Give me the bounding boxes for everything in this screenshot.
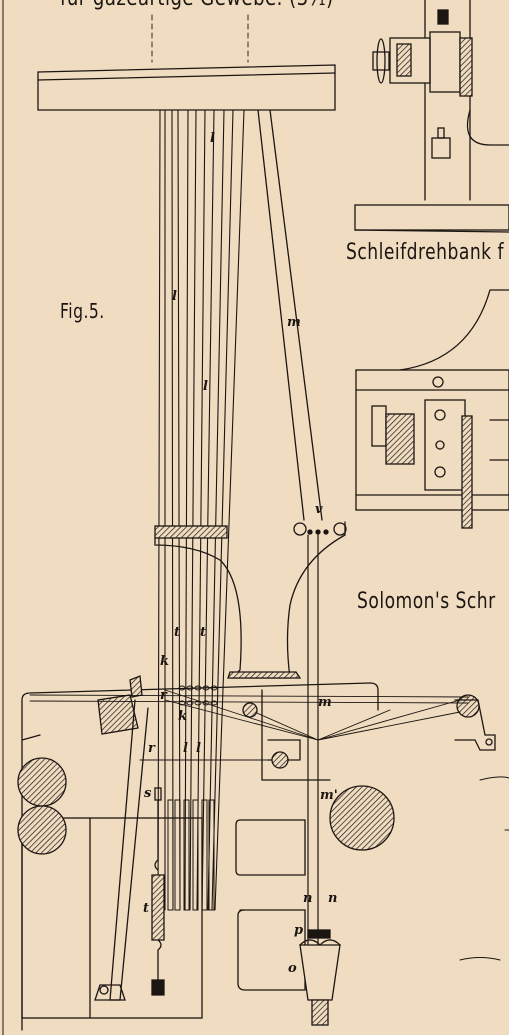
label-l: l <box>196 741 201 756</box>
heddle-eyes <box>178 685 218 706</box>
left-roller-top <box>17 757 67 807</box>
label-p: p <box>294 923 304 938</box>
label-k: k <box>160 654 170 669</box>
label-l: l <box>210 131 215 146</box>
label-l: l <box>183 741 188 756</box>
loom-frame <box>21 682 379 1031</box>
label-t: t <box>174 625 181 640</box>
solomon-caption: Solomon's Schr <box>357 589 496 614</box>
label-o: o <box>288 961 297 976</box>
label-l: l <box>172 289 177 304</box>
label-r: r <box>160 688 167 703</box>
label-r: r <box>148 741 155 756</box>
reed-frame <box>154 521 347 679</box>
label-m: m <box>318 695 332 710</box>
right-roller <box>329 785 395 851</box>
label-s: s <box>144 786 152 801</box>
label-l: l <box>203 379 208 394</box>
schleif-machine-top <box>354 0 509 233</box>
label-t: t <box>200 625 207 640</box>
bobbin-o <box>299 929 341 1026</box>
schleif-machine-middle <box>355 289 509 529</box>
warp-threads <box>157 109 245 911</box>
figure-caption: Fig.5. <box>60 299 105 323</box>
heddle-weights <box>167 799 215 911</box>
label-v: v <box>315 502 323 517</box>
label-k: k <box>178 709 188 724</box>
schleifdrehbank-caption: Schleifdrehbank f <box>346 240 505 265</box>
label-m-prime: m' <box>320 788 338 803</box>
spring-t <box>151 787 165 996</box>
label-n: n <box>328 891 338 906</box>
left-roller-bottom <box>17 805 67 855</box>
bar-m <box>257 109 323 521</box>
top-caption: für gazeartige Gewebe. (3 ⁄₁) <box>60 0 334 11</box>
top-beam <box>37 14 336 111</box>
label-t: t <box>143 901 150 916</box>
label-m: m <box>287 315 301 330</box>
label-n: n <box>303 891 313 906</box>
